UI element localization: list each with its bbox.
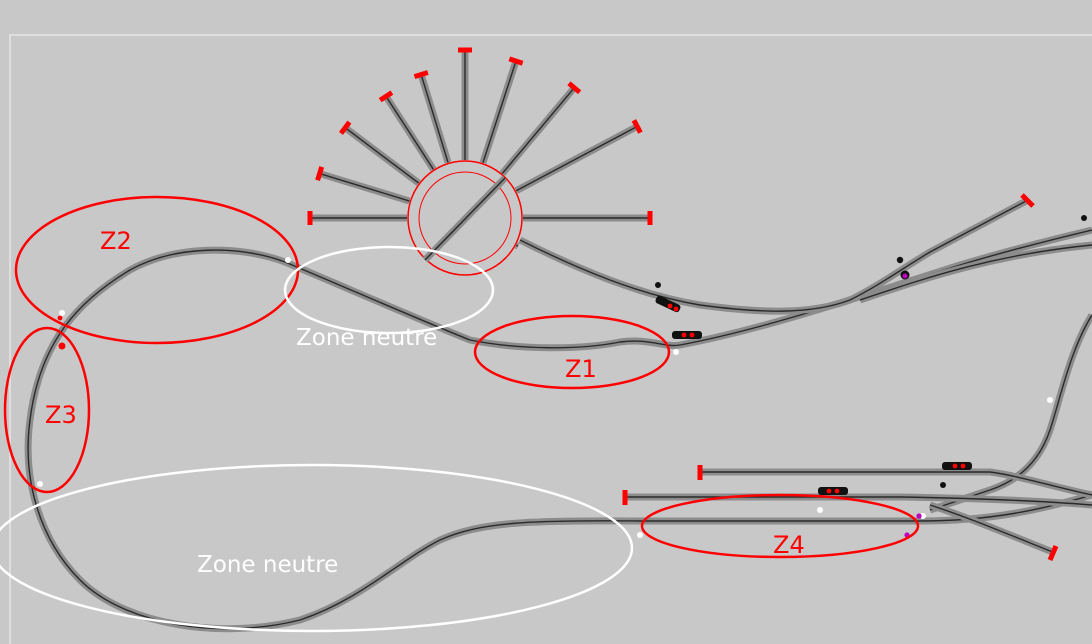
signal-icon[interactable] [942,462,972,470]
buffer-stop-icon [315,166,325,181]
zone-z1-label: Z1 [565,355,597,383]
turntable-spokes [307,47,653,250]
sensor-icon[interactable] [59,310,65,316]
buffer-stop-icon [567,81,582,95]
signal-icon[interactable] [896,256,904,264]
track-bed [700,468,1092,499]
sensor-icon[interactable] [673,349,679,355]
track-siding-upper[interactable] [700,471,1092,496]
zone-z4-outline[interactable] [640,493,920,559]
zone-z1-outline[interactable] [473,314,671,390]
signal-icon[interactable] [655,282,661,288]
sensor-icon[interactable] [916,513,922,519]
sensor-icon[interactable] [285,257,291,263]
signal-icon[interactable] [900,270,910,280]
buffer-stops [622,193,1059,561]
zone-z2-label: Z2 [100,227,132,255]
sensors [37,257,1053,538]
signals [655,215,1087,495]
zone-z2-outline[interactable] [14,195,300,345]
sensor-icon[interactable] [817,507,823,513]
track-upper-right[interactable] [859,244,1092,301]
zones [0,195,920,633]
sensor-icon[interactable] [37,481,43,487]
track-bed [24,246,1092,633]
zone-neutral-top-outline[interactable] [283,245,495,335]
track-upper-main[interactable] [284,229,1092,349]
tracks [24,196,1092,633]
buffer-stop-icon [1020,193,1035,208]
buffer-stop-icon [378,90,394,103]
signal-icon[interactable] [1081,215,1087,221]
buffer-stop-icon [1047,545,1059,561]
track-right-curve[interactable] [929,314,1092,511]
turntable-icon[interactable] [307,47,653,276]
zone-neutral-top-label: Zone neutre [296,325,437,351]
turntable-spoke-rail [501,87,575,175]
turntable-spoke-rail [385,96,434,170]
turntable-spoke-rail [482,60,517,164]
buffer-stop-icon [631,119,643,134]
turntable-spoke-rail [420,74,449,163]
zone-neutral-bottom-label: Zone neutre [197,552,338,578]
sensor-icon[interactable] [57,315,63,321]
turntable-spoke-rail [515,125,638,192]
turntable-spoke-rail [515,244,519,247]
signal-icon[interactable] [655,295,682,313]
turntable-spoke-rail [344,127,420,184]
buffer-stop-icon [508,56,524,66]
track-main-loop[interactable] [27,249,1092,630]
buffer-stop-icon [338,120,352,135]
buffer-stop-icon [413,70,429,79]
zone-labels: Z2 Z3 Z1 Z4 Zone neutre Zone neutre [45,227,805,578]
layout-frame [9,34,1092,644]
signal-icon[interactable] [672,331,702,339]
track-spur-lower-right[interactable] [929,504,1056,554]
zone-z4-label: Z4 [773,531,805,559]
zone-z3-outline[interactable] [3,326,91,494]
zone-neutral-bottom-outline[interactable] [0,463,634,633]
turntable-spoke-rail [319,172,410,202]
sensor-icon[interactable] [1047,397,1053,403]
track-turntable-exit[interactable] [519,199,1029,312]
sensor-icon[interactable] [637,532,643,538]
zone-z3-label: Z3 [45,401,77,429]
signal-icon[interactable] [940,482,946,488]
sensor-icon[interactable] [920,513,926,519]
track-siding-lower[interactable] [625,496,1092,506]
sensor-icon[interactable] [58,342,66,350]
signal-icon[interactable] [818,487,848,495]
